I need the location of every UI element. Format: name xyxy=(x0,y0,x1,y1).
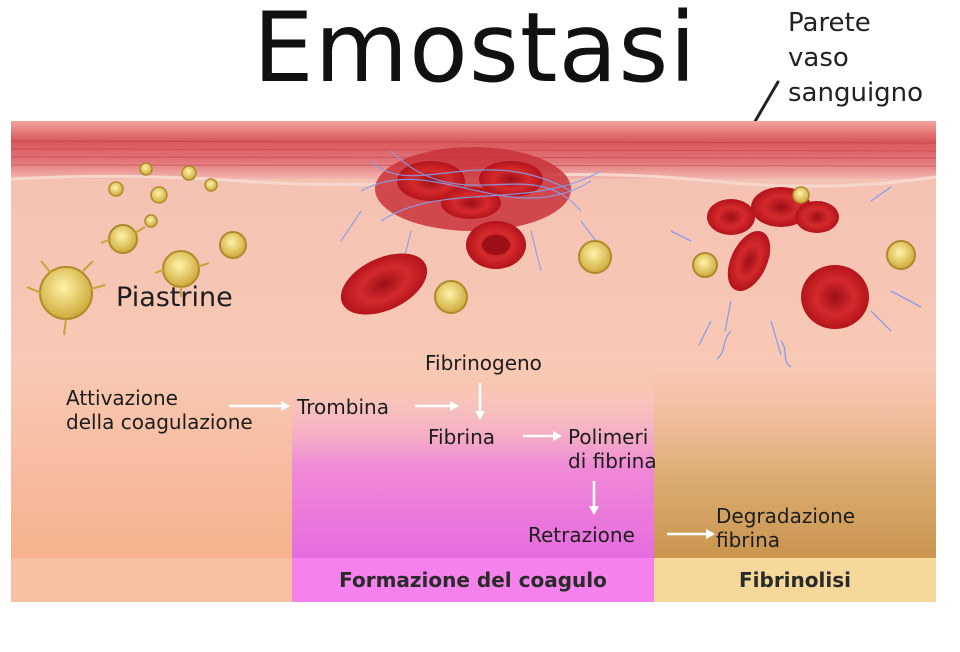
vessel-wall-label-line-3: sanguigno xyxy=(788,78,924,108)
page-title: Emostasi xyxy=(252,0,698,104)
platelets-label: Piastrine xyxy=(116,282,233,313)
fibrinogen-label: Fibrinogeno xyxy=(425,351,542,375)
pathway-arrows xyxy=(229,383,715,539)
vessel-wall-label-line-2: vaso xyxy=(788,43,849,73)
dissolving-clot xyxy=(670,186,922,368)
forming-clot xyxy=(340,147,612,315)
clot-formation-zone xyxy=(292,391,654,558)
hemostasis-illustration xyxy=(11,121,936,602)
platelet-cluster-left xyxy=(26,162,247,336)
phase-bar-clot-formation xyxy=(292,558,654,602)
fibrinolysis-zone xyxy=(654,371,936,558)
activation-label-line-1: Attivazione xyxy=(66,386,178,410)
fibrinolysis-phase-label: Fibrinolisi xyxy=(738,568,851,592)
fibrin-degradation-label-line-1: Degradazione xyxy=(716,504,856,528)
vessel-wall-label: Parete vaso sanguigno xyxy=(788,6,923,111)
fibrin-polymers-label-line-1: Polimeri xyxy=(568,425,649,449)
fibrin-label: Fibrina xyxy=(428,425,496,449)
fibrin-polymers-label: Polimeri di fibrina xyxy=(568,425,657,473)
fibrin-degradation-label: Degradazione fibrina xyxy=(716,504,855,552)
phase-bar-initial xyxy=(11,558,292,602)
retraction-label: Retrazione xyxy=(528,523,635,547)
thrombin-label: Trombina xyxy=(297,395,389,419)
phase-bar-fibrinolysis xyxy=(654,558,936,602)
clot-formation-phase-label: Formazione del coagulo xyxy=(339,568,607,592)
vessel-wall-label-line-1: Parete xyxy=(788,8,871,38)
activation-label: Attivazione della coagulazione xyxy=(66,386,253,434)
activation-label-line-2: della coagulazione xyxy=(66,410,253,434)
fibrin-degradation-label-line-2: fibrina xyxy=(716,528,781,552)
fibrin-polymers-label-line-2: di fibrina xyxy=(568,449,657,473)
